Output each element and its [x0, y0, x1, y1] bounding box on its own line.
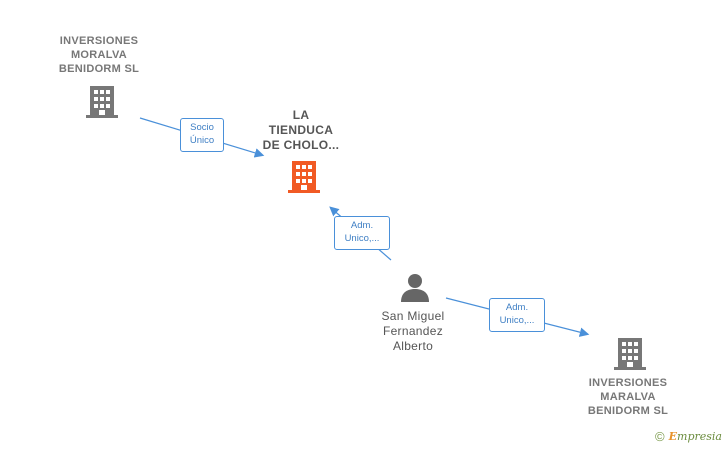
- brand-logo[interactable]: Empresia: [668, 430, 722, 443]
- edge-label-socio[interactable]: Socio Único: [180, 118, 224, 152]
- edge-label-adm-center[interactable]: Adm. Unico,...: [334, 216, 390, 250]
- edge-label-adm-right[interactable]: Adm. Unico,...: [489, 298, 545, 332]
- building-icon[interactable]: [614, 336, 646, 370]
- brand-footer: © Empresia: [655, 429, 722, 444]
- building-icon[interactable]: [86, 84, 118, 118]
- building-icon[interactable]: [288, 159, 320, 193]
- node-person-name[interactable]: San Miguel Fernandez Alberto: [381, 309, 445, 353]
- person-icon[interactable]: [400, 272, 430, 302]
- copyright-icon: ©: [655, 429, 665, 444]
- node-bottom-right-company-name[interactable]: INVERSIONES MARALVA BENIDORM SL: [587, 377, 669, 417]
- node-top-left-company-name[interactable]: INVERSIONES MORALVA BENIDORM SL: [58, 35, 140, 75]
- node-center-company-name[interactable]: LA TIENDUCA DE CHOLO...: [262, 108, 340, 152]
